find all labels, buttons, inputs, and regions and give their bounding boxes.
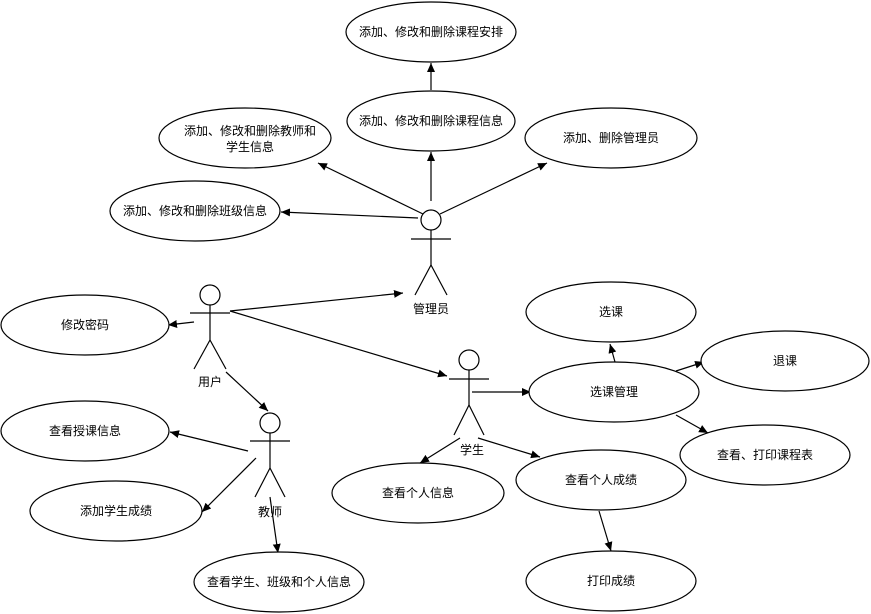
use-case-print-grades: 打印成绩 [525,550,697,612]
edge-teacher-to-view-teaching [169,430,249,452]
use-case-teacher-student-info-label-2: 学生信息 [226,139,274,154]
use-case-course-management-label: 选课管理 [590,384,638,399]
edge-management-to-select-course [608,343,617,363]
edge-user-to-admin [229,289,404,312]
use-case-select-course: 选课 [525,281,697,343]
edge-management-to-view-schedule [675,414,709,434]
actor-student-icon [458,349,480,371]
edge-admin-to-admin-manage [439,162,548,215]
actor-teacher-label: 教师 [258,504,282,519]
edge-teacher-to-add-grades [201,457,257,513]
use-case-change-password: 修改密码 [0,294,170,356]
actor-admin: 管理员 [411,209,451,316]
actor-student: 学生 [449,349,489,457]
use-case-course-info: 添加、修改和删除课程信息 [346,90,516,152]
actor-admin-icon [420,209,442,231]
use-case-change-password-label: 修改密码 [61,317,109,332]
use-case-class-info: 添加、修改和删除班级信息 [109,180,281,242]
use-case-view-schedule-label: 查看、打印课程表 [717,447,813,462]
actor-admin-label: 管理员 [413,301,449,316]
edge-teacher-to-view-student-class [269,496,281,554]
actor-user-icon [199,284,221,306]
use-case-course-info-label: 添加、修改和删除课程信息 [359,113,503,128]
use-case-drop-course: 退课 [700,330,870,392]
use-case-course-schedule: 添加、修改和删除课程安排 [345,1,517,63]
edge-student-to-personal-grades [477,437,541,459]
use-case-print-grades-label: 打印成绩 [587,574,635,588]
use-case-view-personal-info-label: 查看个人信息 [382,485,454,500]
use-case-view-teaching: 查看授课信息 [0,400,170,462]
edge-user-to-student [229,310,448,378]
use-case-view-student-class-info: 查看学生、班级和个人信息 [193,551,365,613]
use-case-select-course-label: 选课 [599,305,623,319]
use-case-view-teaching-label: 查看授课信息 [49,423,121,438]
actor-teacher-icon [259,412,281,434]
use-case-course-management: 选课管理 [528,361,700,423]
use-case-teacher-student-info: 添加、修改和删除教师和 学生信息 [158,107,332,169]
use-case-view-student-class-info-label: 查看学生、班级和个人信息 [207,574,351,589]
actor-teacher: 教师 [250,412,290,519]
use-case-add-grades-label: 添加学生成绩 [80,503,152,518]
edge-student-to-personal-info [419,437,461,464]
edge-admin-to-teacher-student-info [317,162,424,215]
edge-user-to-teacher [225,371,269,412]
use-case-view-schedule: 查看、打印课程表 [679,424,851,486]
edge-personal-grades-to-print [598,510,613,552]
use-case-class-info-label: 添加、修改和删除班级信息 [123,203,267,218]
edge-management-to-drop-course [675,360,705,372]
actor-user: 用户 [190,284,230,389]
use-case-course-schedule-label: 添加、修改和删除课程安排 [359,24,503,39]
use-case-teacher-student-info-label-1: 添加、修改和删除教师和 [184,123,316,138]
use-case-view-personal-grades: 查看个人成绩 [515,449,687,511]
use-case-view-personal-info: 查看个人信息 [331,462,505,524]
edge-admin-to-class-info [280,208,419,219]
use-case-add-grades: 添加学生成绩 [29,480,203,542]
edges [167,63,709,554]
use-case-admin-manage: 添加、删除管理员 [524,107,698,169]
edge-user-to-change-password [167,319,195,328]
actor-user-label: 用户 [198,374,222,389]
use-case-view-personal-grades-label: 查看个人成绩 [565,473,637,487]
use-case-drop-course-label: 退课 [773,354,797,368]
use-case-admin-manage-label: 添加、删除管理员 [563,130,659,145]
actor-student-label: 学生 [460,442,484,457]
